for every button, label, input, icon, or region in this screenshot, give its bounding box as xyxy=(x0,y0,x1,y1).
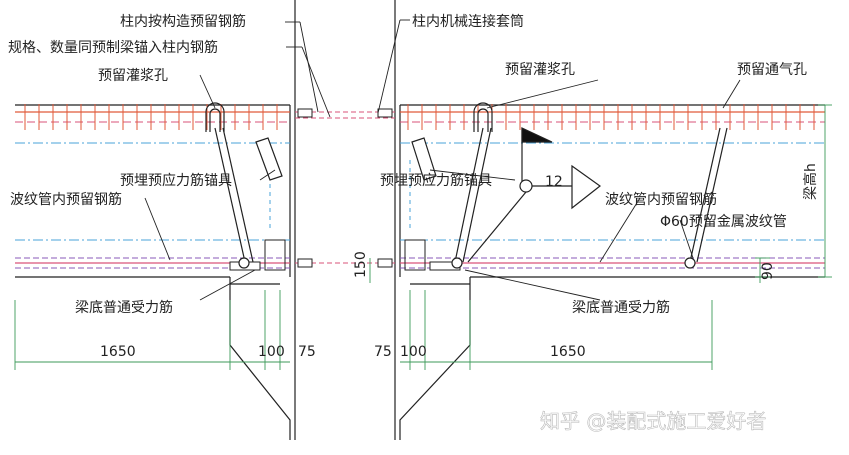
watermark: 知乎 @装配式施工爱好者 xyxy=(540,409,766,433)
dim-right-75: 75 xyxy=(374,344,392,360)
label-column-mech-sleeve: 柱内机械连接套筒 xyxy=(412,13,524,30)
label-slope-ratio: 12 xyxy=(545,174,563,190)
mech-sleeves xyxy=(297,108,393,268)
dim-left-75: 75 xyxy=(298,344,316,360)
label-metal-duct: Φ60预留金属波纹管 xyxy=(660,214,787,230)
centre-lines xyxy=(15,142,825,241)
label-bottom-bars-right: 梁底普通受力筋 xyxy=(572,299,670,316)
annotation-labels: 柱内按构造预留钢筋 规格、数量同预制梁锚入柱内钢筋 预留灌浆孔 柱内机械连接套筒… xyxy=(8,13,819,316)
anchorage-blocks xyxy=(255,137,437,181)
label-bars-in-duct-right: 波纹管内预留钢筋 xyxy=(605,191,717,208)
label-beam-height: 梁高h xyxy=(802,163,819,200)
dimension-lines xyxy=(14,104,832,370)
grout-tubes xyxy=(205,102,728,269)
dim-left-100: 100 xyxy=(258,344,285,360)
slope-indicator xyxy=(467,127,602,263)
dim-gap-150: 150 xyxy=(353,251,369,278)
label-grout-hole-left: 预留灌浆孔 xyxy=(98,68,168,84)
dimension-labels: 1650 100 75 75 100 1650 150 90 xyxy=(100,251,776,360)
dim-right-100: 100 xyxy=(400,344,427,360)
label-bars-in-duct-left: 波纹管内预留钢筋 xyxy=(10,191,122,208)
beam-outline xyxy=(15,104,825,278)
dim-left-1650: 1650 xyxy=(100,344,136,360)
dim-cover-90: 90 xyxy=(760,262,776,280)
stirrups xyxy=(24,104,815,130)
label-column-anchor-bars: 柱内按构造预留钢筋 xyxy=(120,13,246,30)
label-bottom-bars-left: 梁底普通受力筋 xyxy=(75,299,173,316)
label-grout-hole-right: 预留灌浆孔 xyxy=(505,62,575,78)
top-rebar xyxy=(15,111,825,123)
label-anchorage-left: 预埋预应力筋锚具 xyxy=(120,172,232,189)
label-vent-hole: 预留通气孔 xyxy=(737,62,807,78)
column-lines xyxy=(294,0,396,440)
label-anchorage-right: 预埋预应力筋锚具 xyxy=(380,172,492,189)
dim-right-1650: 1650 xyxy=(550,344,586,360)
label-beam-bars-into-column: 规格、数量同预制梁锚入柱内钢筋 xyxy=(8,39,218,56)
leader-lines xyxy=(144,19,741,301)
bottom-rebar xyxy=(15,257,825,269)
